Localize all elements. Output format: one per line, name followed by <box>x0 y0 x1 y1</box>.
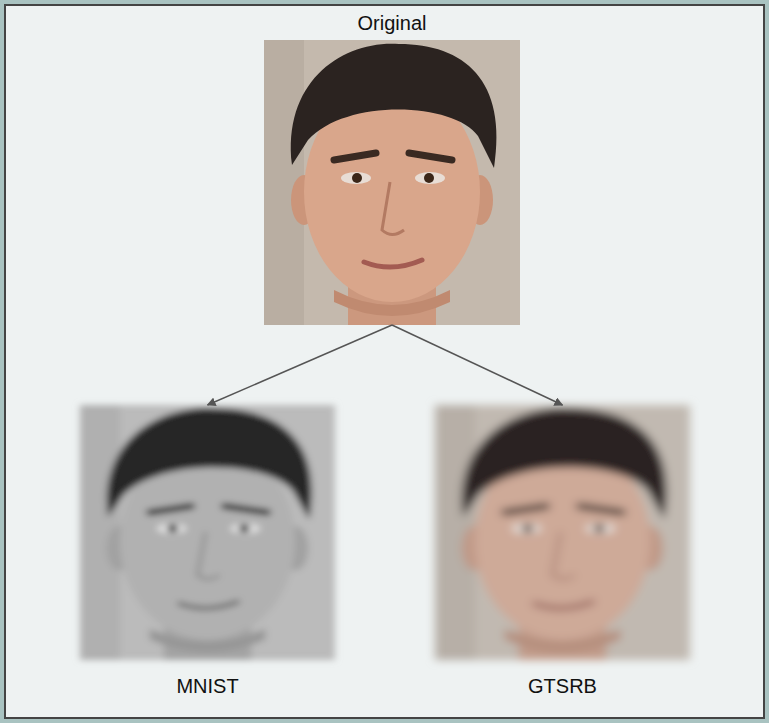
image-label: GTSRB <box>435 660 690 712</box>
panel <box>5 5 764 718</box>
arrow-connector <box>392 325 563 405</box>
mnist-reconstruction <box>80 405 335 669</box>
image-label: Original <box>264 6 520 40</box>
image-label: MNIST <box>80 660 335 712</box>
image-panel: Original <box>264 6 520 325</box>
arrow-connector <box>208 325 393 405</box>
original-photo <box>264 40 520 335</box>
image-panel: GTSRB <box>435 405 690 712</box>
gtsrb-reconstruction <box>435 405 690 669</box>
image-panel: MNIST <box>80 405 335 712</box>
